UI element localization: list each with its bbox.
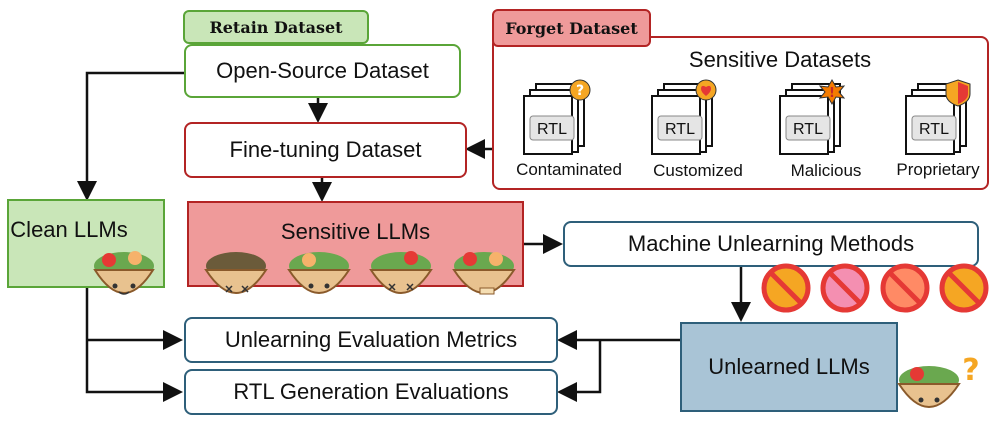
- sensitive-llms-label: Sensitive LLMs: [280, 219, 431, 244]
- heart-icon: [701, 85, 711, 96]
- machine-unlearning-methods-box: Machine Unlearning Methods: [563, 221, 979, 267]
- finetuning-dataset-box: Fine-tuning Dataset: [184, 122, 467, 178]
- malicious-label: Malicious: [790, 161, 862, 180]
- clean-llms-label: Clean LLMs: [10, 217, 128, 242]
- doc-rtl-label: RTL: [665, 121, 695, 138]
- customized-label: Customized: [653, 161, 743, 180]
- open-source-dataset-box: Open-Source Dataset: [184, 44, 461, 98]
- no-malicious-icon: [880, 263, 930, 313]
- crumbling-salad-icon: [286, 252, 351, 294]
- no-customized-icon: [820, 263, 870, 313]
- question-icon: ?: [576, 83, 584, 99]
- salad-bowl-icon: [91, 246, 157, 306]
- doc-rtl-label: RTL: [919, 121, 949, 138]
- doc-rtl-label: RTL: [537, 121, 567, 138]
- question-mark-icon: ?: [962, 353, 979, 388]
- sensitive-datasets-title: Sensitive Datasets: [688, 47, 872, 72]
- document-stack-icon: RTL: [905, 79, 971, 155]
- arrow-unlearned-to-rtl: [557, 340, 602, 402]
- forget-dataset-tag: Forget Dataset: [492, 9, 651, 47]
- rtl-generation-evaluations-box: RTL Generation Evaluations: [184, 369, 558, 415]
- document-stack-icon: RTL ?: [523, 79, 591, 155]
- unlearning-evaluation-metrics-box: Unlearning Evaluation Metrics: [184, 317, 558, 363]
- unlearned-llms-label: Unlearned LLMs: [708, 354, 870, 379]
- bandaged-salad-icon: [452, 252, 516, 295]
- sick-salad-bowls: [200, 244, 520, 308]
- unlearned-llms-box: Unlearned LLMs: [680, 322, 898, 412]
- knocked-out-salad-icon: [369, 251, 434, 294]
- document-stack-icon: RTL !: [779, 78, 846, 155]
- no-contaminated-icon: [761, 263, 811, 313]
- dizzy-salad-icon: [204, 252, 268, 294]
- curious-salad-icon: ?: [895, 350, 985, 422]
- prohibited-icons: [760, 262, 990, 318]
- retain-dataset-tag: Retain Dataset: [183, 10, 369, 44]
- no-proprietary-icon: [939, 263, 989, 313]
- proprietary-label: Proprietary: [896, 160, 980, 179]
- doc-rtl-label: RTL: [793, 121, 823, 138]
- arrow-opensource-to-clean: [77, 71, 185, 201]
- exclamation-icon: !: [829, 86, 835, 101]
- contaminated-label: Contaminated: [516, 160, 622, 179]
- arrow-clean-to-rtl: [85, 288, 183, 402]
- document-stack-icon: RTL: [651, 79, 717, 155]
